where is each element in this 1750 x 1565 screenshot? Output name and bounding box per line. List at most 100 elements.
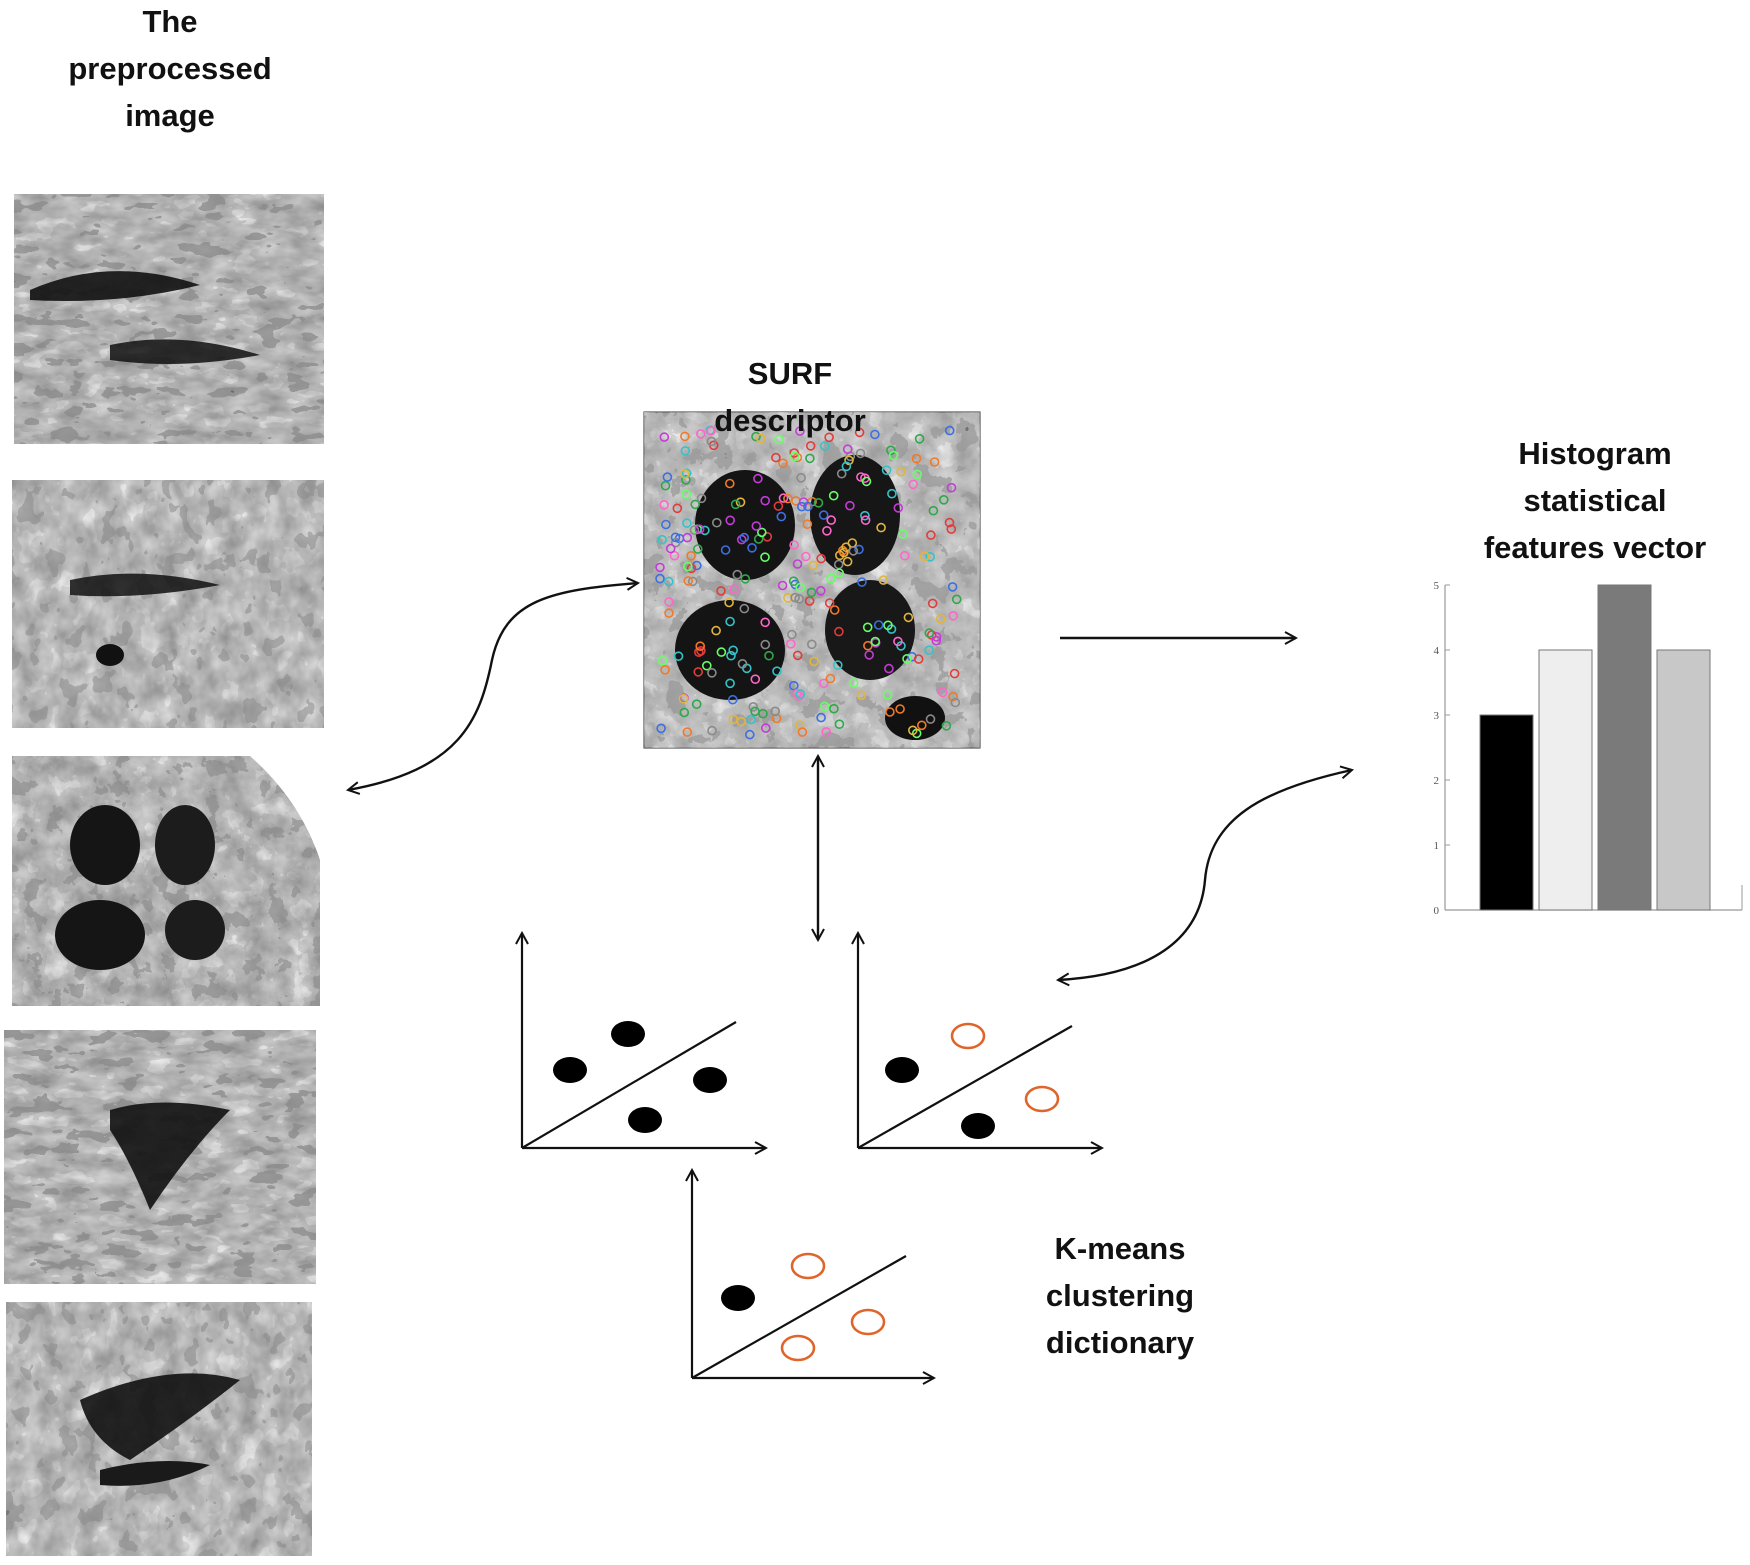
keypoint-marker: [898, 529, 908, 539]
keypoint-marker: [690, 499, 701, 510]
preprocessed-image-label: The preprocessed image: [20, 0, 320, 139]
keypoint-marker: [794, 593, 804, 604]
histogram-bar: [1656, 649, 1711, 911]
keypoint-marker: [778, 493, 789, 503]
keypoint-marker: [828, 490, 839, 501]
keypoint-marker: [681, 474, 691, 485]
keypoint-marker: [929, 457, 940, 467]
keypoint-marker: [701, 660, 712, 671]
keypoint-marker: [735, 497, 746, 508]
keypoint-marker: [661, 519, 671, 530]
keypoint-marker: [914, 433, 925, 444]
keypoint-marker: [824, 432, 834, 443]
ultrasound-image-5: [6, 1302, 312, 1556]
keypoint-marker: [683, 576, 694, 586]
surf-keypoints: [655, 425, 962, 740]
keypoint-marker: [711, 517, 722, 528]
keypoint-marker: [739, 603, 750, 614]
keypoint-marker: [736, 534, 747, 545]
keypoint-marker: [815, 585, 826, 596]
filled-point: [628, 1107, 662, 1133]
keypoint-marker: [707, 725, 717, 736]
keypoint-marker: [773, 501, 784, 511]
preprocessed-image-stack: [4, 194, 324, 1556]
keypoint-marker: [818, 510, 829, 520]
keypoint-marker: [924, 628, 935, 638]
keypoint-marker: [870, 429, 880, 440]
keypoint-marker: [816, 712, 826, 723]
keypoint-marker: [706, 436, 717, 447]
keypoint-marker: [816, 553, 826, 564]
keypoint-marker: [680, 469, 690, 479]
keypoint-marker: [680, 446, 691, 456]
keypoint-marker: [725, 515, 736, 526]
keypoint-marker: [785, 638, 796, 649]
keypoint-marker: [845, 500, 855, 511]
open-point: [950, 1022, 986, 1050]
keypoint-marker: [665, 543, 676, 554]
keypoint-marker: [659, 432, 670, 442]
keypoint-marker: [673, 651, 684, 662]
keypoint-marker: [834, 626, 844, 637]
keypoint-marker: [925, 551, 936, 562]
keypoint-marker: [789, 540, 799, 550]
keypoint-marker: [664, 597, 674, 607]
keypoint-marker: [895, 704, 905, 714]
keypoint-marker: [737, 658, 748, 669]
keypoint-marker: [842, 444, 853, 455]
keypoint-marker: [682, 727, 693, 737]
keypoint-marker: [804, 596, 815, 606]
keypoint-marker: [946, 524, 957, 534]
keypoint-marker: [796, 501, 807, 512]
keypoint-marker: [672, 503, 683, 514]
y-tick-label: 3: [1434, 710, 1440, 722]
keypoint-marker: [683, 561, 693, 572]
keypoint-marker: [935, 614, 946, 624]
surf-descriptor-image: [643, 411, 981, 749]
keypoint-marker: [682, 532, 693, 543]
keypoint-marker: [727, 694, 738, 705]
keypoint-marker: [696, 645, 706, 656]
keypoint-marker: [748, 701, 759, 712]
keypoint-marker: [938, 494, 949, 505]
keypoint-marker: [829, 703, 839, 714]
keypoint-marker: [950, 697, 961, 708]
ultrasound-image-1: [14, 194, 324, 444]
keypoint-marker: [912, 469, 923, 480]
keypoint-marker: [693, 667, 704, 677]
keypoint-marker: [857, 577, 867, 587]
keypoint-marker: [893, 503, 904, 513]
keypoint-marker: [928, 505, 939, 516]
keypoint-marker: [795, 689, 806, 699]
y-tick-label: 2: [1434, 775, 1440, 787]
keypoint-marker: [822, 525, 832, 536]
keypoint-marker: [826, 573, 836, 584]
filled-point: [611, 1021, 645, 1047]
keypoint-marker: [764, 650, 774, 661]
keypoint-marker: [720, 545, 731, 555]
y-tick-label: 1: [1434, 840, 1440, 852]
keypoint-marker: [944, 425, 955, 436]
keypoint-marker: [746, 714, 756, 725]
keypoint-marker: [760, 639, 771, 650]
keypoint-marker: [669, 550, 680, 561]
label-line: The: [142, 4, 198, 39]
keypoint-marker: [883, 620, 893, 631]
keypoint-marker: [808, 560, 819, 571]
keypoint-marker: [789, 451, 800, 462]
keypoint-marker: [772, 666, 782, 677]
keypoint-marker: [855, 448, 866, 459]
keypoint-marker: [695, 641, 706, 652]
keypoint-marker: [695, 429, 706, 439]
keypoint-marker: [662, 472, 673, 482]
keypoint-marker: [670, 537, 681, 548]
keypoint-marker: [679, 707, 690, 718]
label-line: SURF: [747, 356, 833, 391]
filled-point: [961, 1113, 995, 1139]
filled-point: [721, 1285, 755, 1311]
keypoint-marker: [886, 445, 896, 456]
keypoint-marker: [882, 690, 893, 700]
histogram-bar: [1479, 714, 1534, 911]
keypoint-marker: [760, 723, 771, 733]
